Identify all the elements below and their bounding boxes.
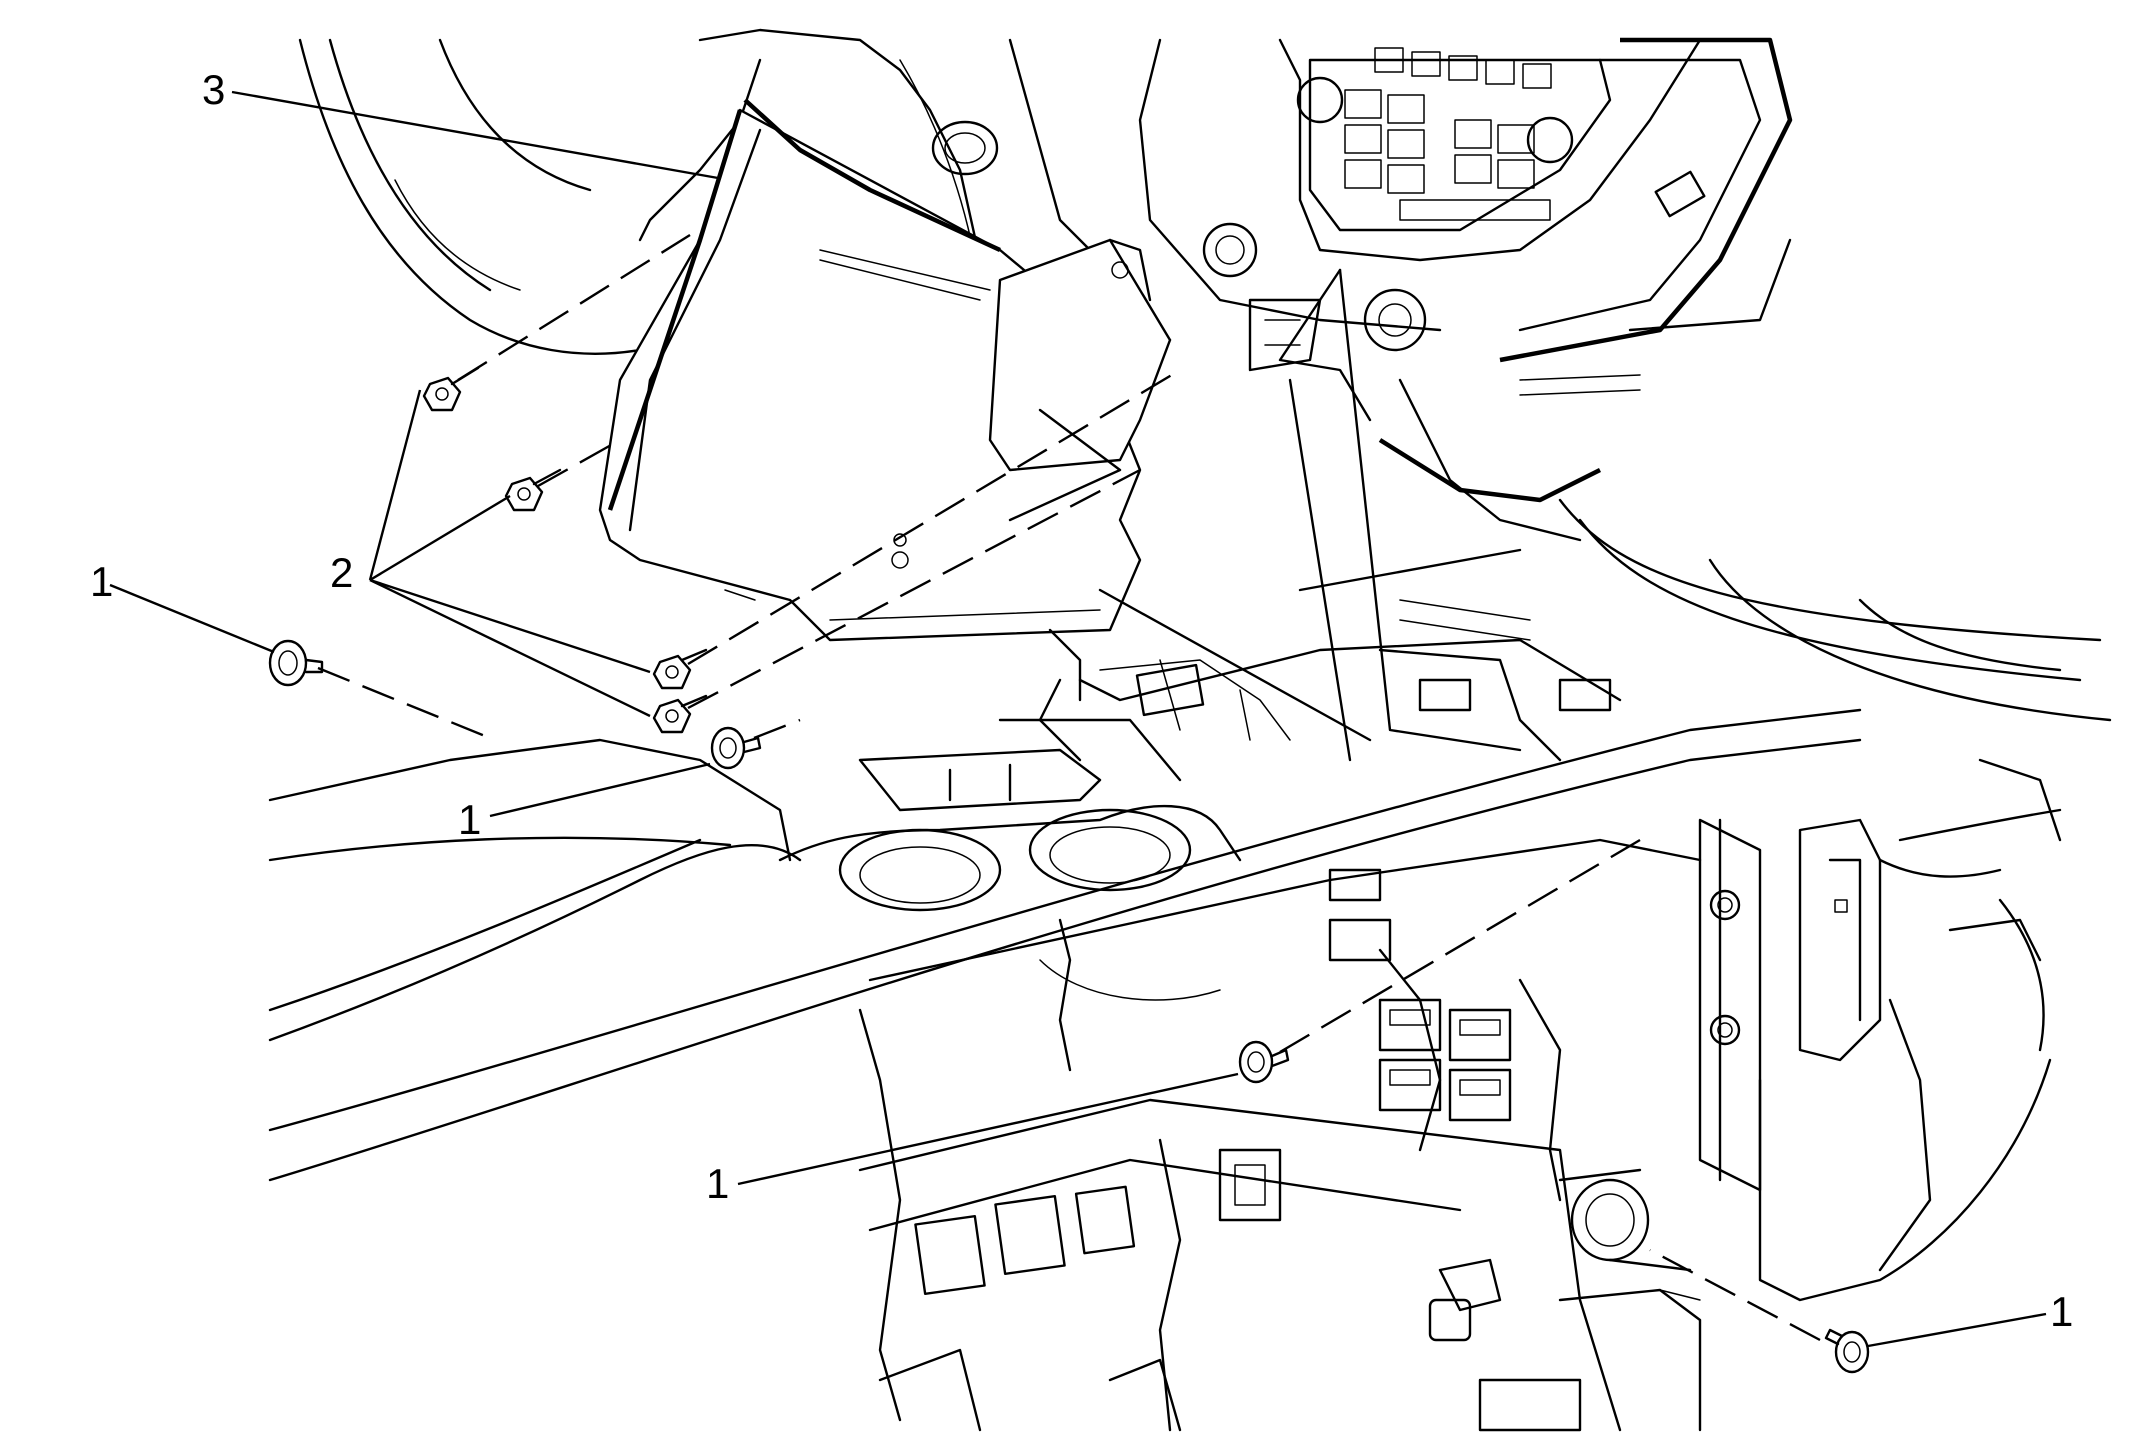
instrument-panel (298, 28, 2112, 722)
callout-1-lower: 1 (706, 1160, 729, 1207)
screw-2b (504, 468, 562, 512)
leader-lines (109, 90, 2047, 1348)
installation-lines (317, 233, 1821, 1342)
callout-3: 3 (202, 66, 225, 113)
fasteners (268, 366, 1870, 1374)
callout-2: 2 (330, 549, 353, 596)
callout-1-right: 1 (2050, 1288, 2073, 1335)
screw-2a (422, 366, 480, 412)
trim-panel (598, 98, 1172, 642)
vent-openings (914, 1148, 1282, 1296)
screw-2d (652, 694, 708, 734)
switch-panel (1378, 998, 1512, 1122)
push-pin-1d (1824, 1328, 1870, 1374)
callouts: 3 2 1 1 1 1 (90, 66, 2073, 1335)
callout-1-center: 1 (458, 796, 481, 843)
push-pin-1b (710, 726, 762, 770)
center-console (268, 268, 2062, 1432)
screw-2c (652, 648, 708, 690)
push-pin-1c (1238, 1040, 1290, 1084)
radio-buttons (1344, 47, 1552, 221)
push-pin-1a (268, 639, 324, 687)
callout-1-left: 1 (90, 558, 113, 605)
